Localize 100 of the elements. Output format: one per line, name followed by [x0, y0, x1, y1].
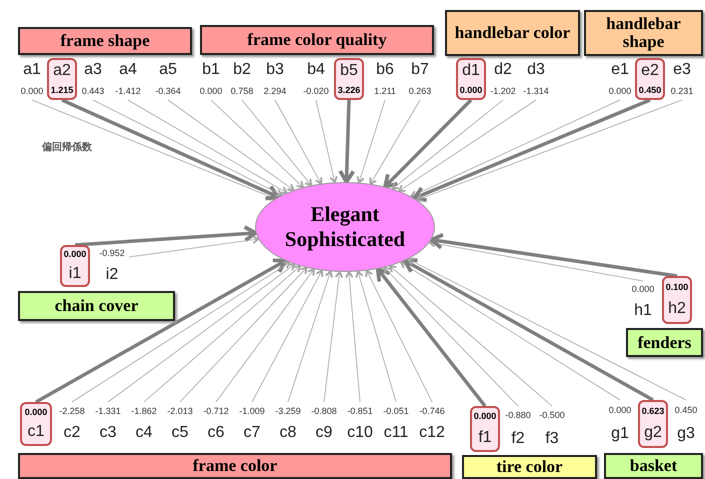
arrow [216, 268, 315, 402]
item-code: c2 [64, 424, 80, 442]
item-code: a5 [159, 61, 177, 80]
item-code: c11 [384, 424, 408, 442]
coefficient-value: 0.100 [666, 282, 688, 293]
coefficient-value: -0.364 [155, 86, 181, 97]
concept-ellipse: Elegant Sophisticated [255, 182, 435, 272]
arrow [369, 100, 420, 185]
coefficient-value: -1.009 [239, 406, 265, 417]
coefficient-value: 0.443 [82, 86, 104, 97]
category-box: handlebar shape [584, 10, 703, 56]
coefficient-value: 0.000 [24, 406, 48, 418]
item-code: b5 [340, 62, 358, 80]
coefficient-value: -0.500 [539, 410, 565, 422]
coefficient-value: -2.258 [59, 406, 85, 417]
coefficient-value: -1.314 [523, 86, 549, 97]
category-box: frame color [18, 453, 452, 479]
item-code: g1 [611, 425, 629, 444]
coefficient-value: 0.000 [632, 284, 654, 296]
category-box: handlebar color [445, 10, 580, 56]
item-code: g3 [677, 425, 695, 444]
arrow [252, 270, 324, 402]
arrow [274, 100, 322, 185]
coefficient-value: -0.746 [419, 406, 445, 417]
item-code: i1 [68, 264, 82, 283]
item-code: f2 [511, 430, 525, 448]
item-code: b3 [266, 61, 284, 80]
coefficient-value: -1.202 [490, 86, 516, 97]
item-code: c12 [419, 424, 445, 442]
item-code: a4 [119, 61, 137, 80]
coefficient-value: 0.758 [230, 86, 254, 97]
item-code: e1 [611, 61, 629, 80]
coefficient-value: 0.231 [670, 86, 694, 97]
highlighted-item [470, 406, 500, 452]
category-box: chain cover [18, 291, 175, 321]
item-code: c7 [244, 424, 260, 442]
item-code: b1 [202, 61, 220, 80]
arrow [410, 100, 620, 198]
coefficient-value: -0.051 [383, 406, 409, 417]
arrow [389, 265, 552, 406]
highlighted-item [456, 58, 486, 100]
arrow [400, 261, 620, 400]
coefficient-value: -0.851 [347, 406, 373, 417]
item-code: d1 [462, 62, 480, 80]
highlighted-item [635, 58, 665, 100]
arrow [180, 266, 308, 402]
coefficient-value: -0.952 [99, 248, 125, 260]
coefficient-value: 3.226 [338, 84, 360, 96]
item-code: a2 [53, 62, 71, 80]
item-code: e2 [641, 62, 659, 80]
item-code: g2 [644, 424, 662, 442]
item-code: f1 [478, 428, 492, 447]
coefficient-value: -0.808 [311, 406, 337, 417]
arrow [376, 267, 486, 408]
coefficient-value: 1.211 [374, 86, 396, 97]
arrow [144, 265, 302, 402]
arrow [324, 270, 344, 402]
coefficient-value: 2.294 [264, 86, 286, 97]
arrow [356, 100, 386, 184]
arrow [35, 258, 288, 404]
item-code: c6 [208, 424, 224, 442]
item-code: i2 [106, 266, 118, 284]
arrow [398, 100, 536, 192]
arrow [429, 232, 678, 278]
item-code: c10 [347, 424, 373, 442]
category-box: basket [604, 453, 703, 479]
coefficient-value: 0.450 [638, 84, 662, 96]
arrow [74, 225, 258, 247]
item-code: d2 [494, 61, 512, 80]
highlighted-item [60, 245, 90, 287]
coefficient-value: 0.000 [608, 404, 632, 416]
coefficient-value: 0.450 [674, 404, 698, 416]
coefficient-value: 0.000 [608, 86, 632, 97]
coefficient-value: -0.712 [203, 406, 229, 417]
item-code: d3 [527, 61, 545, 80]
arrow [108, 263, 296, 402]
coefficient-value: 0.000 [20, 86, 44, 97]
arrow [92, 100, 283, 196]
category-box: frame shape [18, 27, 192, 55]
category-box: frame color quality [200, 25, 434, 55]
item-code: c8 [280, 424, 296, 442]
coefficient-value: 1.215 [50, 84, 74, 96]
highlighted-item [47, 58, 77, 100]
arrow [288, 270, 333, 402]
coefficient-value: -1.331 [95, 406, 121, 417]
arrow [355, 270, 396, 402]
arrow [128, 236, 260, 258]
item-code: h2 [668, 300, 686, 318]
item-code: c1 [28, 423, 44, 442]
coefficient-value: 0.000 [474, 411, 496, 422]
arrow [338, 100, 356, 184]
item-code: c3 [100, 424, 116, 442]
arrow [316, 100, 338, 184]
note-text: 偏回帰係数 [42, 140, 92, 154]
arrow [428, 239, 644, 282]
item-code: a1 [23, 61, 41, 80]
coefficient-value: -1.412 [115, 86, 141, 97]
item-code: b7 [411, 61, 429, 80]
coefficient-value: 0.000 [200, 86, 222, 97]
coefficient-value: -1.862 [131, 406, 157, 417]
